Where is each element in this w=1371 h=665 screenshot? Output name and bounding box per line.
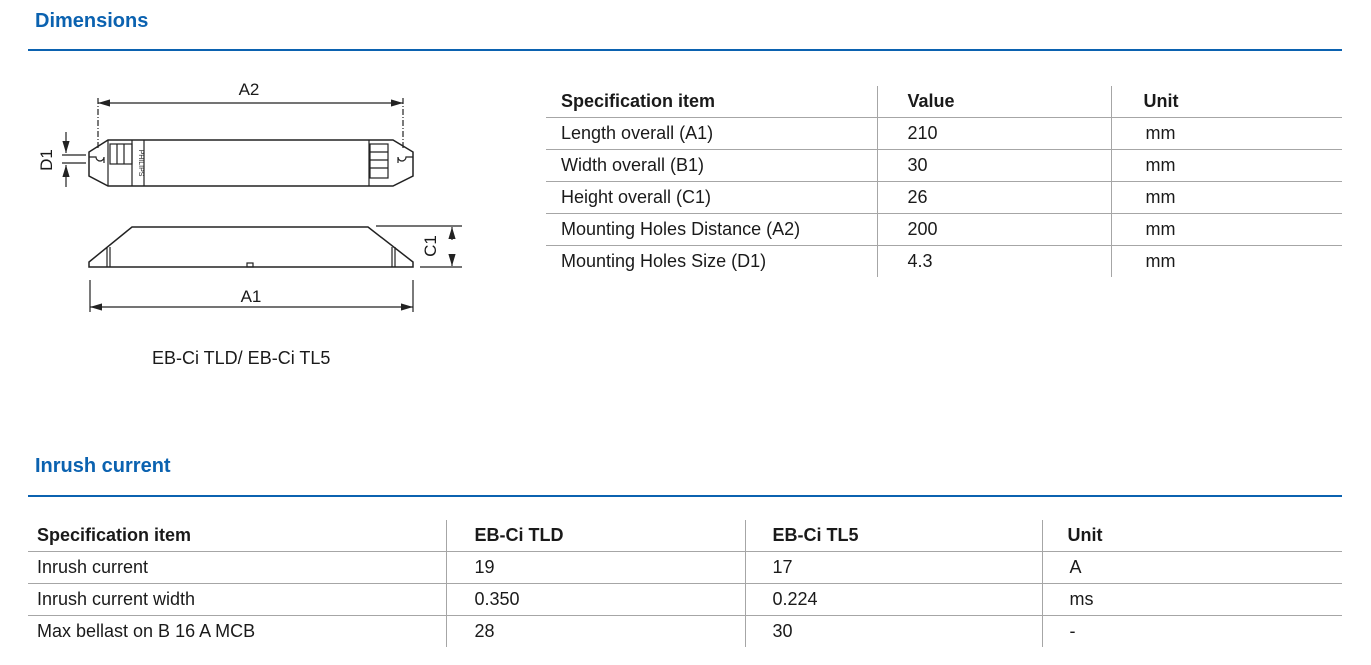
cell-value: 26 bbox=[876, 181, 1111, 214]
cell-spec: Mounting Holes Size (D1) bbox=[561, 251, 767, 271]
cell-unit: mm bbox=[1110, 149, 1342, 182]
cell-unit: mm bbox=[1110, 181, 1342, 214]
header-value: Value bbox=[876, 86, 1111, 118]
cell-value: 4.3 bbox=[876, 245, 1111, 277]
header-unit: Unit bbox=[1110, 86, 1342, 118]
philips-logo: PHILIPS bbox=[137, 150, 144, 177]
cell-unit: mm bbox=[1110, 213, 1342, 246]
cell-unit: mm bbox=[1110, 245, 1342, 277]
inrush-table: Specification item EB-Ci TLD EB-Ci TL5 U… bbox=[28, 520, 1342, 647]
d1-label: D1 bbox=[37, 149, 56, 171]
header-tld: EB-Ci TLD bbox=[445, 520, 745, 552]
cell-tld: 19 bbox=[445, 551, 745, 584]
cell-spec: Inrush current bbox=[28, 551, 446, 584]
cell-spec: Width overall (B1) bbox=[546, 149, 877, 182]
cell-spec: Length overall (A1) bbox=[546, 117, 877, 150]
header-spec: Specification item bbox=[546, 86, 877, 118]
table-header-row: Specification item EB-Ci TLD EB-Ci TL5 U… bbox=[28, 520, 1342, 552]
a1-label: A1 bbox=[241, 287, 262, 306]
table-header-row: Specification item Value Unit bbox=[546, 86, 1342, 118]
cell-tl5: 17 bbox=[744, 551, 1042, 584]
cell-value: 30 bbox=[876, 149, 1111, 182]
dimensions-divider bbox=[28, 49, 1342, 51]
cell-unit: ms bbox=[1041, 583, 1342, 616]
drawing-caption: EB-Ci TLD/ EB-Ci TL5 bbox=[152, 348, 331, 368]
a2-label: A2 bbox=[239, 80, 260, 99]
inrush-divider bbox=[28, 495, 1342, 497]
ballast-side-view bbox=[88, 226, 414, 268]
cell-unit: A bbox=[1041, 551, 1342, 584]
ballast-top-view bbox=[88, 139, 414, 187]
header-spec: Specification item bbox=[28, 520, 446, 552]
cell-spec: Inrush current width bbox=[28, 583, 446, 616]
header-tl5: EB-Ci TL5 bbox=[744, 520, 1042, 552]
cell-spec: Height overall (C1) bbox=[546, 181, 877, 214]
cell-tl5: 0.224 bbox=[744, 583, 1042, 616]
cell-tld: 0.350 bbox=[445, 583, 745, 616]
cell-value: 210 bbox=[876, 117, 1111, 150]
c1-label: C1 bbox=[421, 235, 440, 257]
cell-spec: Mounting Holes Distance (A2) bbox=[546, 213, 877, 246]
dimensions-table: Specification item Value Unit Length ove… bbox=[546, 86, 1342, 277]
cell-unit: - bbox=[1041, 615, 1342, 647]
cell-value: 200 bbox=[876, 213, 1111, 246]
inrush-title: Inrush current bbox=[35, 455, 171, 477]
cell-unit: mm bbox=[1110, 117, 1342, 150]
header-unit: Unit bbox=[1041, 520, 1342, 552]
dimensions-title: Dimensions bbox=[35, 10, 149, 32]
cell-tld: 28 bbox=[445, 615, 745, 647]
cell-spec: Max bellast on B 16 A MCB bbox=[37, 621, 256, 641]
cell-tl5: 30 bbox=[744, 615, 1042, 647]
